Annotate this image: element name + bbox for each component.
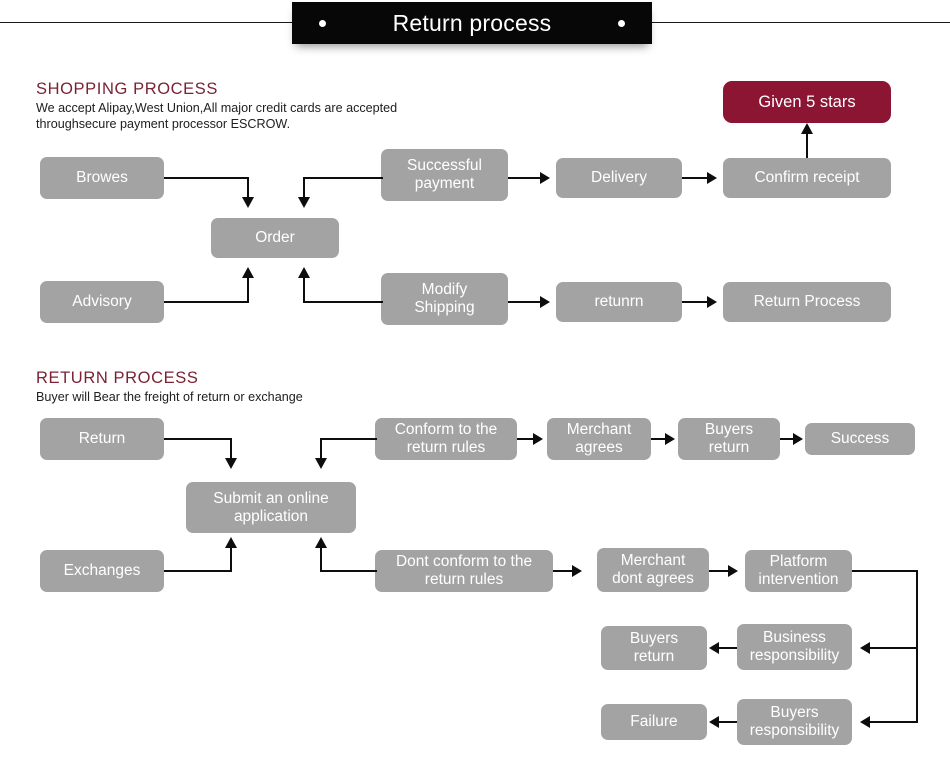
connector-browes-right bbox=[164, 177, 249, 179]
arrowhead-advisory-to-order bbox=[242, 267, 254, 278]
node-success[interactable]: Success bbox=[805, 423, 915, 455]
node-failure[interactable]: Failure bbox=[601, 704, 707, 740]
connector-bus-to-business-responsibility bbox=[870, 647, 918, 649]
connector-retunrn-to-return-process bbox=[682, 301, 709, 303]
return-process-heading: RETURN PROCESS bbox=[36, 369, 199, 387]
arrowhead-merchant-dont-agrees-to-platform bbox=[728, 565, 738, 577]
arrowhead-conform-rules-to-submit bbox=[315, 458, 327, 469]
arrowhead-dont-conform-to-submit bbox=[315, 537, 327, 548]
connector-business-responsibility-to-buyers-return bbox=[719, 647, 737, 649]
node-conform-to-the-return-rules[interactable]: Conform to the return rules bbox=[375, 418, 517, 460]
node-submit-an-online-application[interactable]: Submit an online application bbox=[186, 482, 356, 533]
connector-modify-shipping-to-retunrn bbox=[508, 301, 542, 303]
connector-return-right bbox=[164, 438, 232, 440]
arrowhead-to-business-responsibility bbox=[860, 642, 870, 654]
header-rule-right bbox=[648, 22, 950, 23]
shopping-process-heading: SHOPPING PROCESS bbox=[36, 80, 218, 98]
node-browes[interactable]: Browes bbox=[40, 157, 164, 199]
return-process-description: Buyer will Bear the freight of return or… bbox=[36, 390, 303, 404]
connector-dont-conform-left bbox=[320, 570, 377, 572]
arrowhead-buyers-responsibility-to-failure bbox=[709, 716, 719, 728]
node-exchanges[interactable]: Exchanges bbox=[40, 550, 164, 592]
arrowhead-retunrn-to-return-process bbox=[707, 296, 717, 308]
arrowhead-merchant-agrees-to-buyers-return bbox=[665, 433, 675, 445]
node-given-5-stars[interactable]: Given 5 stars bbox=[723, 81, 891, 123]
node-buyers-return-top[interactable]: Buyers return bbox=[678, 418, 780, 460]
connector-merchant-dont-agrees-to-platform bbox=[709, 570, 730, 572]
node-dont-conform-to-the-return-rules[interactable]: Dont conform to the return rules bbox=[375, 550, 553, 592]
arrowhead-successful-payment-to-delivery bbox=[540, 172, 550, 184]
node-successful-payment[interactable]: Successful payment bbox=[381, 149, 508, 201]
arrowhead-browes-to-order bbox=[242, 197, 254, 208]
connector-exchanges-right bbox=[164, 570, 232, 572]
header-banner: Return process bbox=[0, 0, 950, 60]
connector-advisory-up bbox=[247, 278, 249, 303]
node-return[interactable]: Return bbox=[40, 418, 164, 460]
node-advisory[interactable]: Advisory bbox=[40, 281, 164, 323]
node-platform-intervention[interactable]: Platform intervention bbox=[745, 550, 852, 592]
node-merchant-agrees[interactable]: Merchant agrees bbox=[547, 418, 651, 460]
connector-platform-right bbox=[852, 570, 918, 572]
arrowhead-delivery-to-confirm-receipt bbox=[707, 172, 717, 184]
connector-modify-shipping-up bbox=[303, 278, 305, 303]
connector-conform-to-merchant-agrees bbox=[517, 438, 535, 440]
connector-successful-payment-to-delivery bbox=[508, 177, 542, 179]
node-confirm-receipt[interactable]: Confirm receipt bbox=[723, 158, 891, 198]
node-retunrn[interactable]: retunrn bbox=[556, 282, 682, 322]
arrowhead-to-buyers-responsibility bbox=[860, 716, 870, 728]
connector-confirm-receipt-to-given-5-stars bbox=[806, 134, 808, 158]
page-title: Return process bbox=[392, 10, 552, 36]
arrowhead-business-responsibility-to-buyers-return bbox=[709, 642, 719, 654]
connector-delivery-to-confirm-receipt bbox=[682, 177, 709, 179]
connector-buyers-return-to-success bbox=[780, 438, 795, 440]
connector-merchant-agrees-to-buyers-return bbox=[651, 438, 667, 440]
connector-successful-payment-down bbox=[303, 177, 305, 199]
connector-exchanges-up bbox=[230, 548, 232, 572]
node-modify-shipping[interactable]: Modify Shipping bbox=[381, 273, 508, 325]
arrowhead-confirm-receipt-to-given-5-stars bbox=[801, 123, 813, 134]
connector-browes-down bbox=[247, 177, 249, 199]
header-plate: Return process bbox=[292, 2, 652, 44]
arrowhead-successful-payment-to-order bbox=[298, 197, 310, 208]
arrowhead-modify-shipping-to-order bbox=[298, 267, 310, 278]
connector-conform-rules-left bbox=[320, 438, 377, 440]
connector-dont-conform-to-merchant-dont-agrees bbox=[553, 570, 573, 572]
node-delivery[interactable]: Delivery bbox=[556, 158, 682, 198]
node-buyers-return-mid[interactable]: Buyers return bbox=[601, 626, 707, 670]
arrowhead-modify-shipping-to-retunrn bbox=[540, 296, 550, 308]
connector-dont-conform-up bbox=[320, 548, 322, 572]
arrowhead-dont-conform-to-merchant-dont-agrees bbox=[572, 565, 582, 577]
shopping-process-description: We accept Alipay,West Union,All major cr… bbox=[36, 101, 398, 131]
header-rule-left bbox=[0, 22, 300, 23]
arrowhead-return-to-submit bbox=[225, 458, 237, 469]
connector-advisory-right bbox=[164, 301, 249, 303]
node-merchant-dont-agrees[interactable]: Merchant dont agrees bbox=[597, 548, 709, 592]
node-order[interactable]: Order bbox=[211, 218, 339, 258]
connector-conform-rules-down bbox=[320, 438, 322, 460]
arrowhead-exchanges-to-submit bbox=[225, 537, 237, 548]
arrowhead-buyers-return-to-success bbox=[793, 433, 803, 445]
connector-bus-to-buyers-responsibility bbox=[870, 721, 918, 723]
connector-return-down bbox=[230, 438, 232, 460]
arrowhead-conform-to-merchant-agrees bbox=[533, 433, 543, 445]
node-buyers-responsibility[interactable]: Buyers responsibility bbox=[737, 699, 852, 745]
node-business-responsibility[interactable]: Business responsibility bbox=[737, 624, 852, 670]
connector-modify-shipping-left bbox=[303, 301, 383, 303]
connector-platform-down-bus bbox=[916, 570, 918, 722]
bullet-dot-icon-right bbox=[618, 20, 625, 27]
bullet-dot-icon-left bbox=[319, 20, 326, 27]
node-return-process[interactable]: Return Process bbox=[723, 282, 891, 322]
connector-buyers-responsibility-to-failure bbox=[719, 721, 737, 723]
connector-successful-payment-left bbox=[303, 177, 383, 179]
